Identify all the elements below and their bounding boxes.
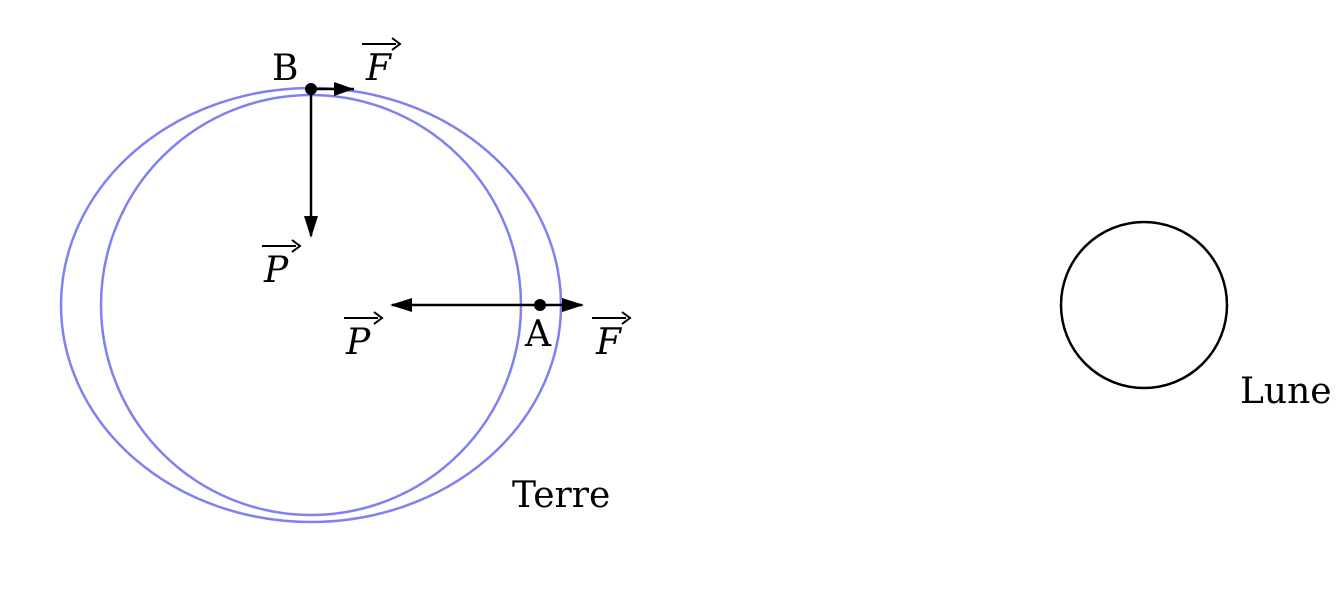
moon-circle [1059, 220, 1229, 390]
weight-a-vector-label: P [344, 311, 384, 363]
point-b-dot [305, 83, 317, 95]
force-vector-b-head [334, 82, 354, 96]
force-vector-a-head [562, 298, 584, 312]
weight-vector-b-head [304, 216, 318, 238]
moon-label: Lune [1240, 371, 1332, 412]
force-a-letter: F [595, 322, 623, 363]
weight-b-letter: P [263, 250, 289, 291]
weight-b-vector-label: P [262, 239, 302, 291]
force-a-vector-label: F [592, 311, 632, 363]
point-b-label: B [272, 48, 298, 89]
point-a-dot [534, 299, 546, 311]
earth-label: Terre [512, 475, 610, 516]
weight-a-letter: P [345, 322, 371, 363]
force-b-vector-label: F [362, 37, 402, 89]
weight-vector-a-head [390, 298, 412, 312]
point-a-label: A [524, 314, 552, 355]
force-b-letter: F [365, 48, 393, 89]
